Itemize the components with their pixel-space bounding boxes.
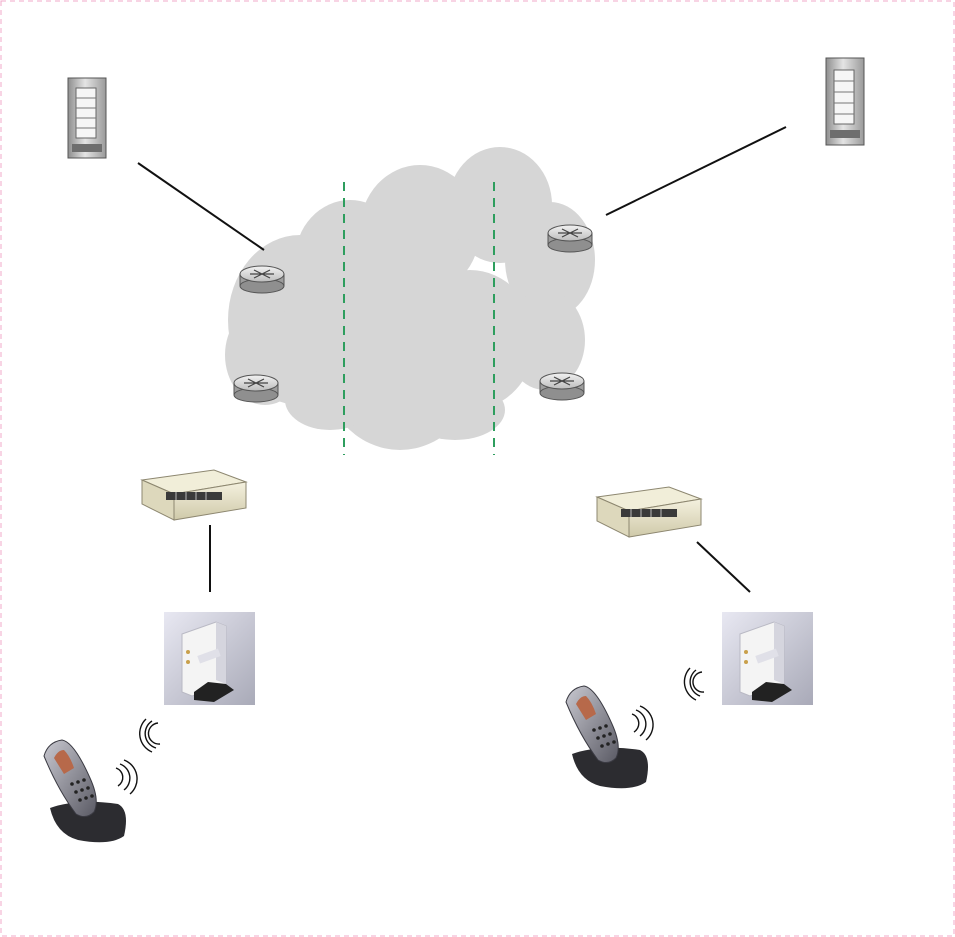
base-station-left-icon xyxy=(164,612,255,705)
link-switch-right-base xyxy=(697,542,750,592)
server-left-icon xyxy=(68,78,106,158)
server-right-icon xyxy=(826,58,864,145)
network-cloud xyxy=(225,147,595,450)
router-top-right-icon xyxy=(548,225,592,252)
wireless-waves-left-phone xyxy=(116,760,137,794)
base-station-right-icon xyxy=(722,612,813,705)
wireless-waves-right-base xyxy=(684,668,704,700)
switch-left-icon xyxy=(142,470,246,520)
wireless-waves-right-phone xyxy=(632,706,653,740)
link-server-left-router xyxy=(138,163,264,250)
handset-left-icon xyxy=(44,740,126,842)
wireless-waves-left-base xyxy=(140,719,160,752)
router-bottom-right-icon xyxy=(540,373,584,400)
router-bottom-left-icon xyxy=(234,375,278,402)
router-top-left-icon xyxy=(240,266,284,293)
switch-right-icon xyxy=(597,487,701,537)
handset-right-icon xyxy=(566,686,648,788)
link-server-right-router xyxy=(606,127,786,215)
